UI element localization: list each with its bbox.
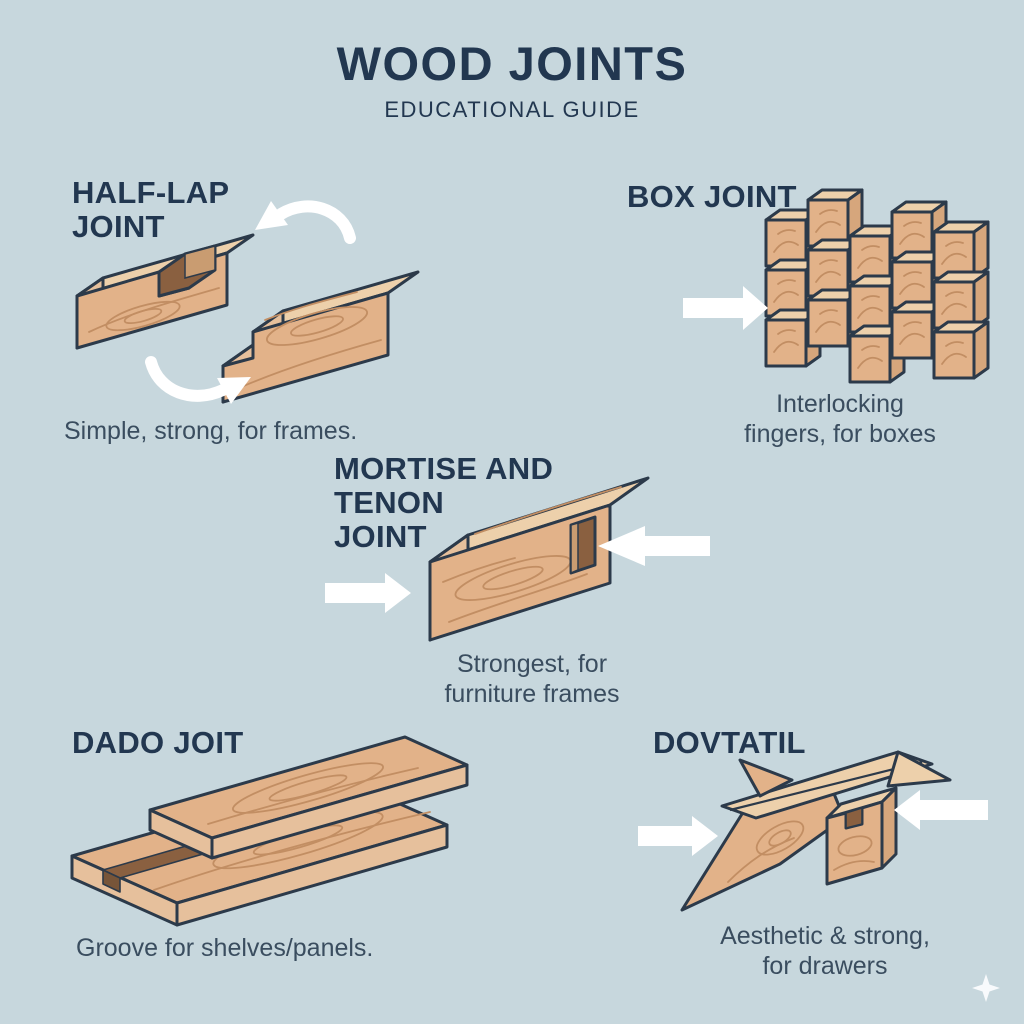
dado-shelf-board: [148, 735, 469, 860]
right-arrow-icon: [683, 286, 768, 330]
curved-arrow-up-icon: [255, 200, 356, 244]
dado-caption: Groove for shelves/panels.: [76, 934, 374, 962]
dovetail-socket-block: [825, 786, 898, 886]
dovetail-caption: Aesthetic & strong, for drawers: [720, 922, 930, 980]
half-lap-left-board: [75, 233, 255, 350]
poster-subtitle: EDUCATIONAL GUIDE: [384, 97, 640, 122]
left-arrow-icon: [325, 573, 411, 613]
right-arrow-icon: [894, 790, 988, 830]
mortise-tenon-heading: MORTISE AND TENON JOINT: [334, 451, 554, 555]
half-lap-caption: Simple, strong, for frames.: [64, 417, 358, 445]
dado-heading: DADO JOIT: [72, 725, 244, 760]
half-lap-right-board: [221, 270, 420, 404]
box-joint-blocks: [764, 188, 990, 384]
mortise-tenon-illustration: [325, 476, 710, 642]
mortise-board: [428, 476, 650, 642]
half-lap-heading: HALF-LAP JOINT: [72, 175, 230, 245]
poster-title: WOOD JOINTS: [336, 37, 688, 90]
dovetail-tail-piece: [680, 750, 952, 912]
half-lap-joint-illustration: [75, 200, 420, 404]
box-joint-caption: Interlocking fingers, for boxes: [744, 390, 936, 448]
dovetail-joint-illustration: [638, 750, 988, 912]
left-arrow-icon: [638, 816, 718, 856]
dovetail-heading: DOVTATIL: [653, 725, 806, 760]
sparkle-icon: [972, 974, 1000, 1002]
curved-arrow-down-icon: [145, 356, 251, 404]
box-joint-illustration: [683, 188, 990, 384]
mortise-tenon-caption: Strongest, for furniture frames: [444, 650, 620, 708]
dado-joint-illustration: [70, 735, 469, 927]
box-joint-heading: BOX JOINT: [627, 179, 797, 214]
right-arrow-icon: [598, 526, 710, 566]
